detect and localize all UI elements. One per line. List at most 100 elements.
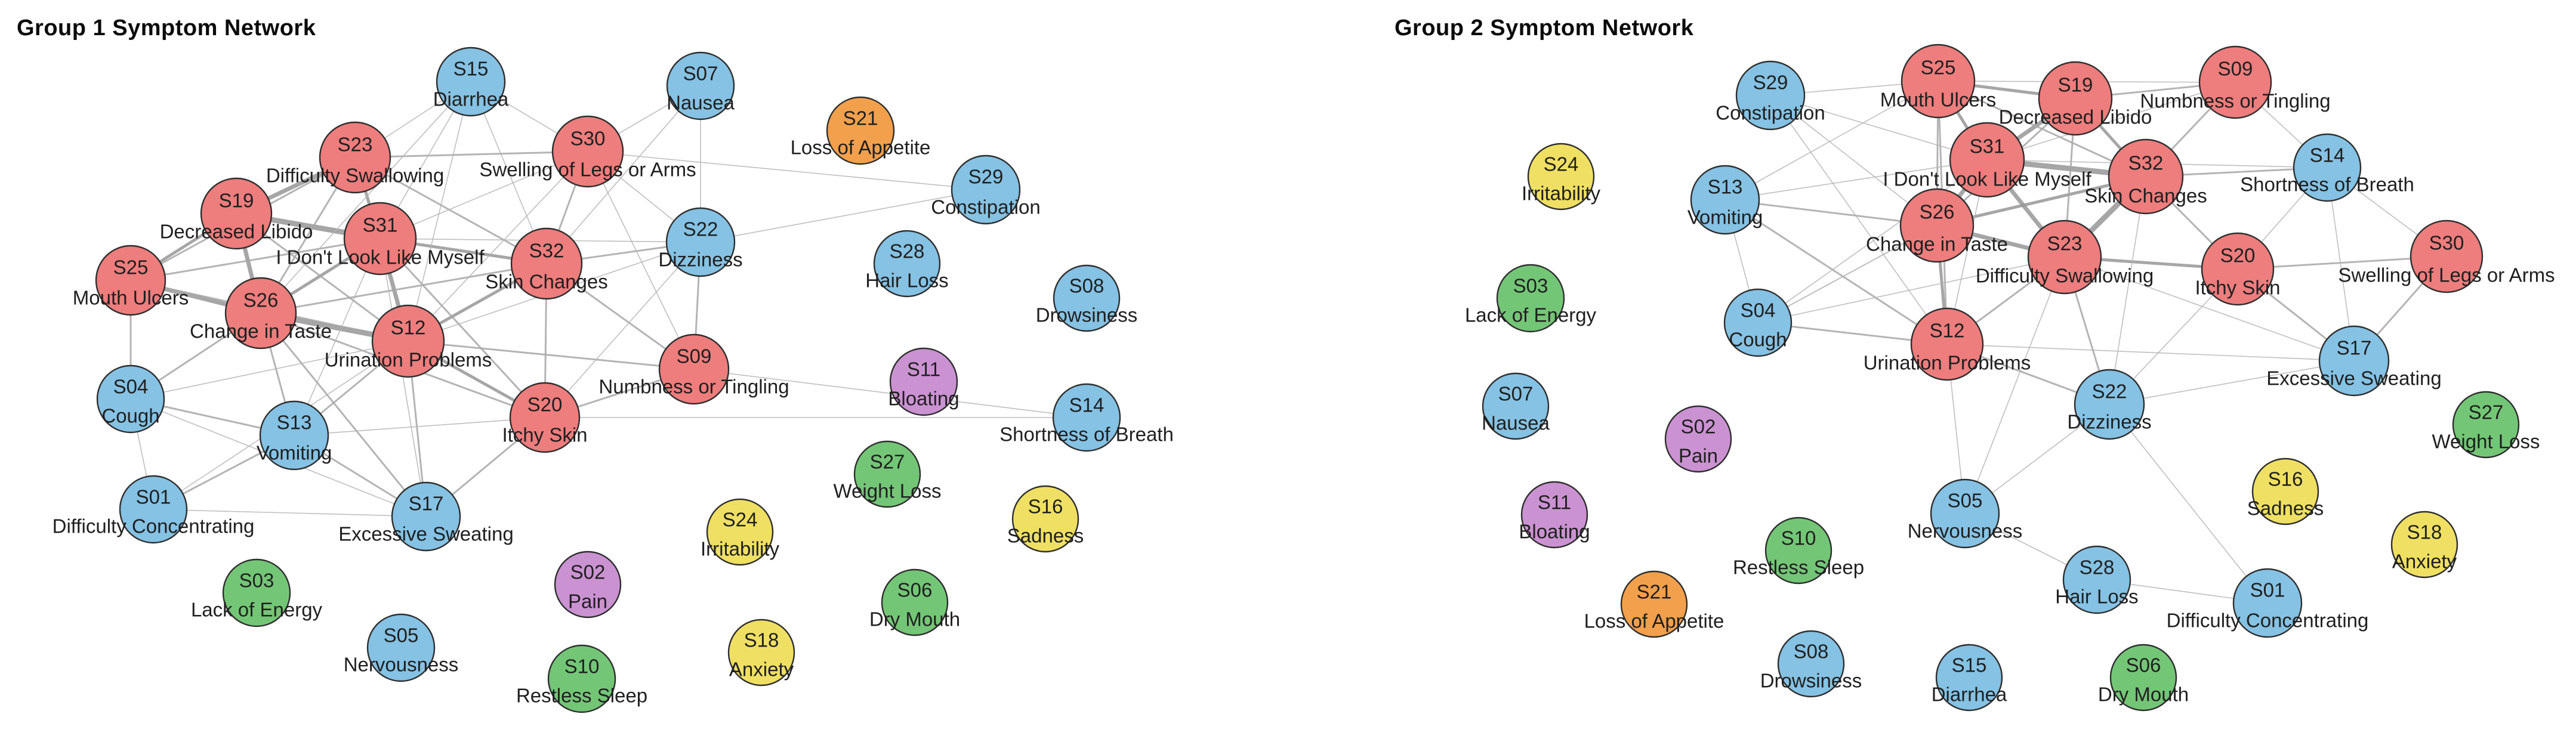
- node-symptom-label-S31: I Don't Look Like Myself: [1883, 168, 2091, 190]
- node-id-label-S28: S28: [2080, 556, 2115, 579]
- node-id-label-S12: S12: [391, 317, 426, 339]
- node-symptom-label-S15: Diarrhea: [433, 88, 509, 110]
- network-edge-S12-S04: [130, 341, 409, 400]
- network-node-S14: [1052, 383, 1121, 452]
- network-node-S09: [2198, 45, 2272, 119]
- node-id-label-S05: S05: [1948, 490, 1983, 512]
- network-edge-S23-S30: [354, 150, 588, 159]
- network-edge-S07-S32: [546, 85, 701, 264]
- node-symptom-label-S30: Swelling of Legs or Arms: [2338, 264, 2555, 286]
- network-edge-S17-S01: [153, 509, 427, 517]
- network-edge-S20-S22: [544, 242, 701, 418]
- node-symptom-label-S21: Loss of Appetite: [791, 137, 931, 159]
- network-node-S18: [727, 619, 795, 687]
- node-id-label-S26: S26: [1920, 201, 1955, 223]
- node-symptom-label-S16: Sadness: [1007, 525, 1084, 547]
- network-edge-S09-S31: [1986, 82, 2236, 160]
- network-edge-S15-S26: [260, 81, 471, 314]
- network-node-S18: [2390, 511, 2458, 579]
- node-id-label-S25: S25: [113, 256, 149, 279]
- network-node-S05: [1930, 478, 2000, 549]
- network-edge-S26-S32: [260, 262, 547, 314]
- network-node-S02: [1664, 405, 1732, 473]
- node-id-label-S19: S19: [2058, 74, 2093, 96]
- node-id-label-S29: S29: [968, 166, 1004, 188]
- node-id-label-S22: S22: [2092, 381, 2127, 403]
- node-symptom-label-S24: Irritability: [701, 538, 780, 560]
- node-symptom-label-S32: Skin Changes: [2084, 185, 2207, 207]
- node-symptom-label-S03: Lack of Energy: [191, 599, 323, 621]
- network-node-S19: [2038, 61, 2113, 136]
- network-node-S01: [119, 475, 188, 544]
- node-symptom-label-S08: Drowsiness: [1036, 304, 1138, 326]
- network-node-S07: [1482, 372, 1550, 440]
- node-symptom-label-S10: Restless Sleep: [516, 685, 647, 707]
- network-node-S30: [551, 115, 624, 188]
- node-id-label-S01: S01: [2250, 579, 2285, 601]
- network-node-S09: [658, 333, 730, 405]
- node-id-label-S22: S22: [683, 218, 718, 240]
- node-symptom-label-S10: Restless Sleep: [1733, 556, 1864, 579]
- node-id-label-S03: S03: [1513, 275, 1548, 297]
- network-node-S15: [1935, 644, 2003, 712]
- network-node-S23: [2027, 219, 2102, 295]
- node-symptom-label-S03: Lack of Energy: [1465, 304, 1597, 326]
- network-node-S16: [2251, 457, 2319, 525]
- network-node-S05: [366, 613, 436, 682]
- network-node-S07: [666, 51, 735, 120]
- node-id-label-S30: S30: [570, 128, 606, 150]
- network-edge-S25-S13: [1724, 81, 1939, 200]
- node-symptom-label-S23: Difficulty Swallowing: [266, 165, 444, 187]
- node-id-label-S14: S14: [1069, 394, 1105, 416]
- node-id-label-S11: S11: [907, 358, 940, 381]
- network-node-S25: [1901, 44, 1976, 119]
- network-node-S27: [2452, 391, 2520, 459]
- node-symptom-label-S30: Swelling of Legs or Arms: [479, 159, 696, 181]
- network-node-S10: [547, 644, 616, 713]
- node-symptom-label-S19: Decreased Libido: [1999, 106, 2152, 128]
- node-id-label-S04: S04: [1741, 299, 1776, 321]
- node-symptom-label-S20: Itchy Skin: [2195, 277, 2280, 299]
- node-id-label-S18: S18: [744, 629, 779, 651]
- node-id-label-S04: S04: [113, 376, 149, 398]
- node-id-label-S12: S12: [1930, 320, 1965, 342]
- network-edge-S13-S12: [1724, 199, 1948, 345]
- node-symptom-label-S13: Vomiting: [1687, 206, 1763, 228]
- network-node-S03: [222, 558, 291, 627]
- node-symptom-label-S02: Pain: [1679, 445, 1718, 467]
- node-id-label-S07: S07: [1498, 383, 1534, 405]
- network-node-S08: [1053, 264, 1121, 332]
- network-node-S29: [1735, 60, 1806, 131]
- node-layer: [95, 47, 1121, 713]
- network-edge-S12-S09: [408, 340, 695, 370]
- node-id-label-S03: S03: [239, 570, 274, 592]
- node-symptom-label-S11: Bloating: [1519, 521, 1590, 543]
- node-symptom-label-S06: Dry Mouth: [869, 608, 960, 630]
- node-symptom-label-S23: Difficulty Swallowing: [1976, 265, 2154, 287]
- node-symptom-label-S17: Excessive Sweating: [2266, 367, 2441, 389]
- network-node-S28: [2062, 545, 2131, 614]
- node-id-label-S17: S17: [409, 493, 444, 515]
- node-symptom-label-S29: Constipation: [931, 196, 1040, 218]
- node-symptom-label-S31: I Don't Look Like Myself: [276, 246, 485, 268]
- node-id-label-S06: S06: [897, 579, 933, 601]
- node-symptom-label-S32: Skin Changes: [485, 271, 607, 293]
- network-edge-S23-S32: [354, 156, 547, 265]
- node-id-label-S20: S20: [2220, 245, 2256, 267]
- node-id-label-S25: S25: [1921, 57, 1956, 79]
- network-node-S02: [554, 551, 622, 619]
- node-symptom-label-S15: Diarrhea: [1932, 684, 2007, 706]
- network-node-S24: [706, 498, 774, 566]
- network-node-S13: [1690, 165, 1760, 235]
- node-symptom-label-S18: Anxiety: [729, 658, 794, 681]
- node-id-label-S15: S15: [1952, 654, 1987, 676]
- node-symptom-label-S16: Sadness: [2247, 497, 2324, 520]
- node-id-label-S10: S10: [1781, 527, 1816, 549]
- node-id-label-S15: S15: [454, 58, 489, 80]
- node-id-label-S08: S08: [1794, 641, 1829, 663]
- network-edge-S32-S22: [2109, 176, 2146, 405]
